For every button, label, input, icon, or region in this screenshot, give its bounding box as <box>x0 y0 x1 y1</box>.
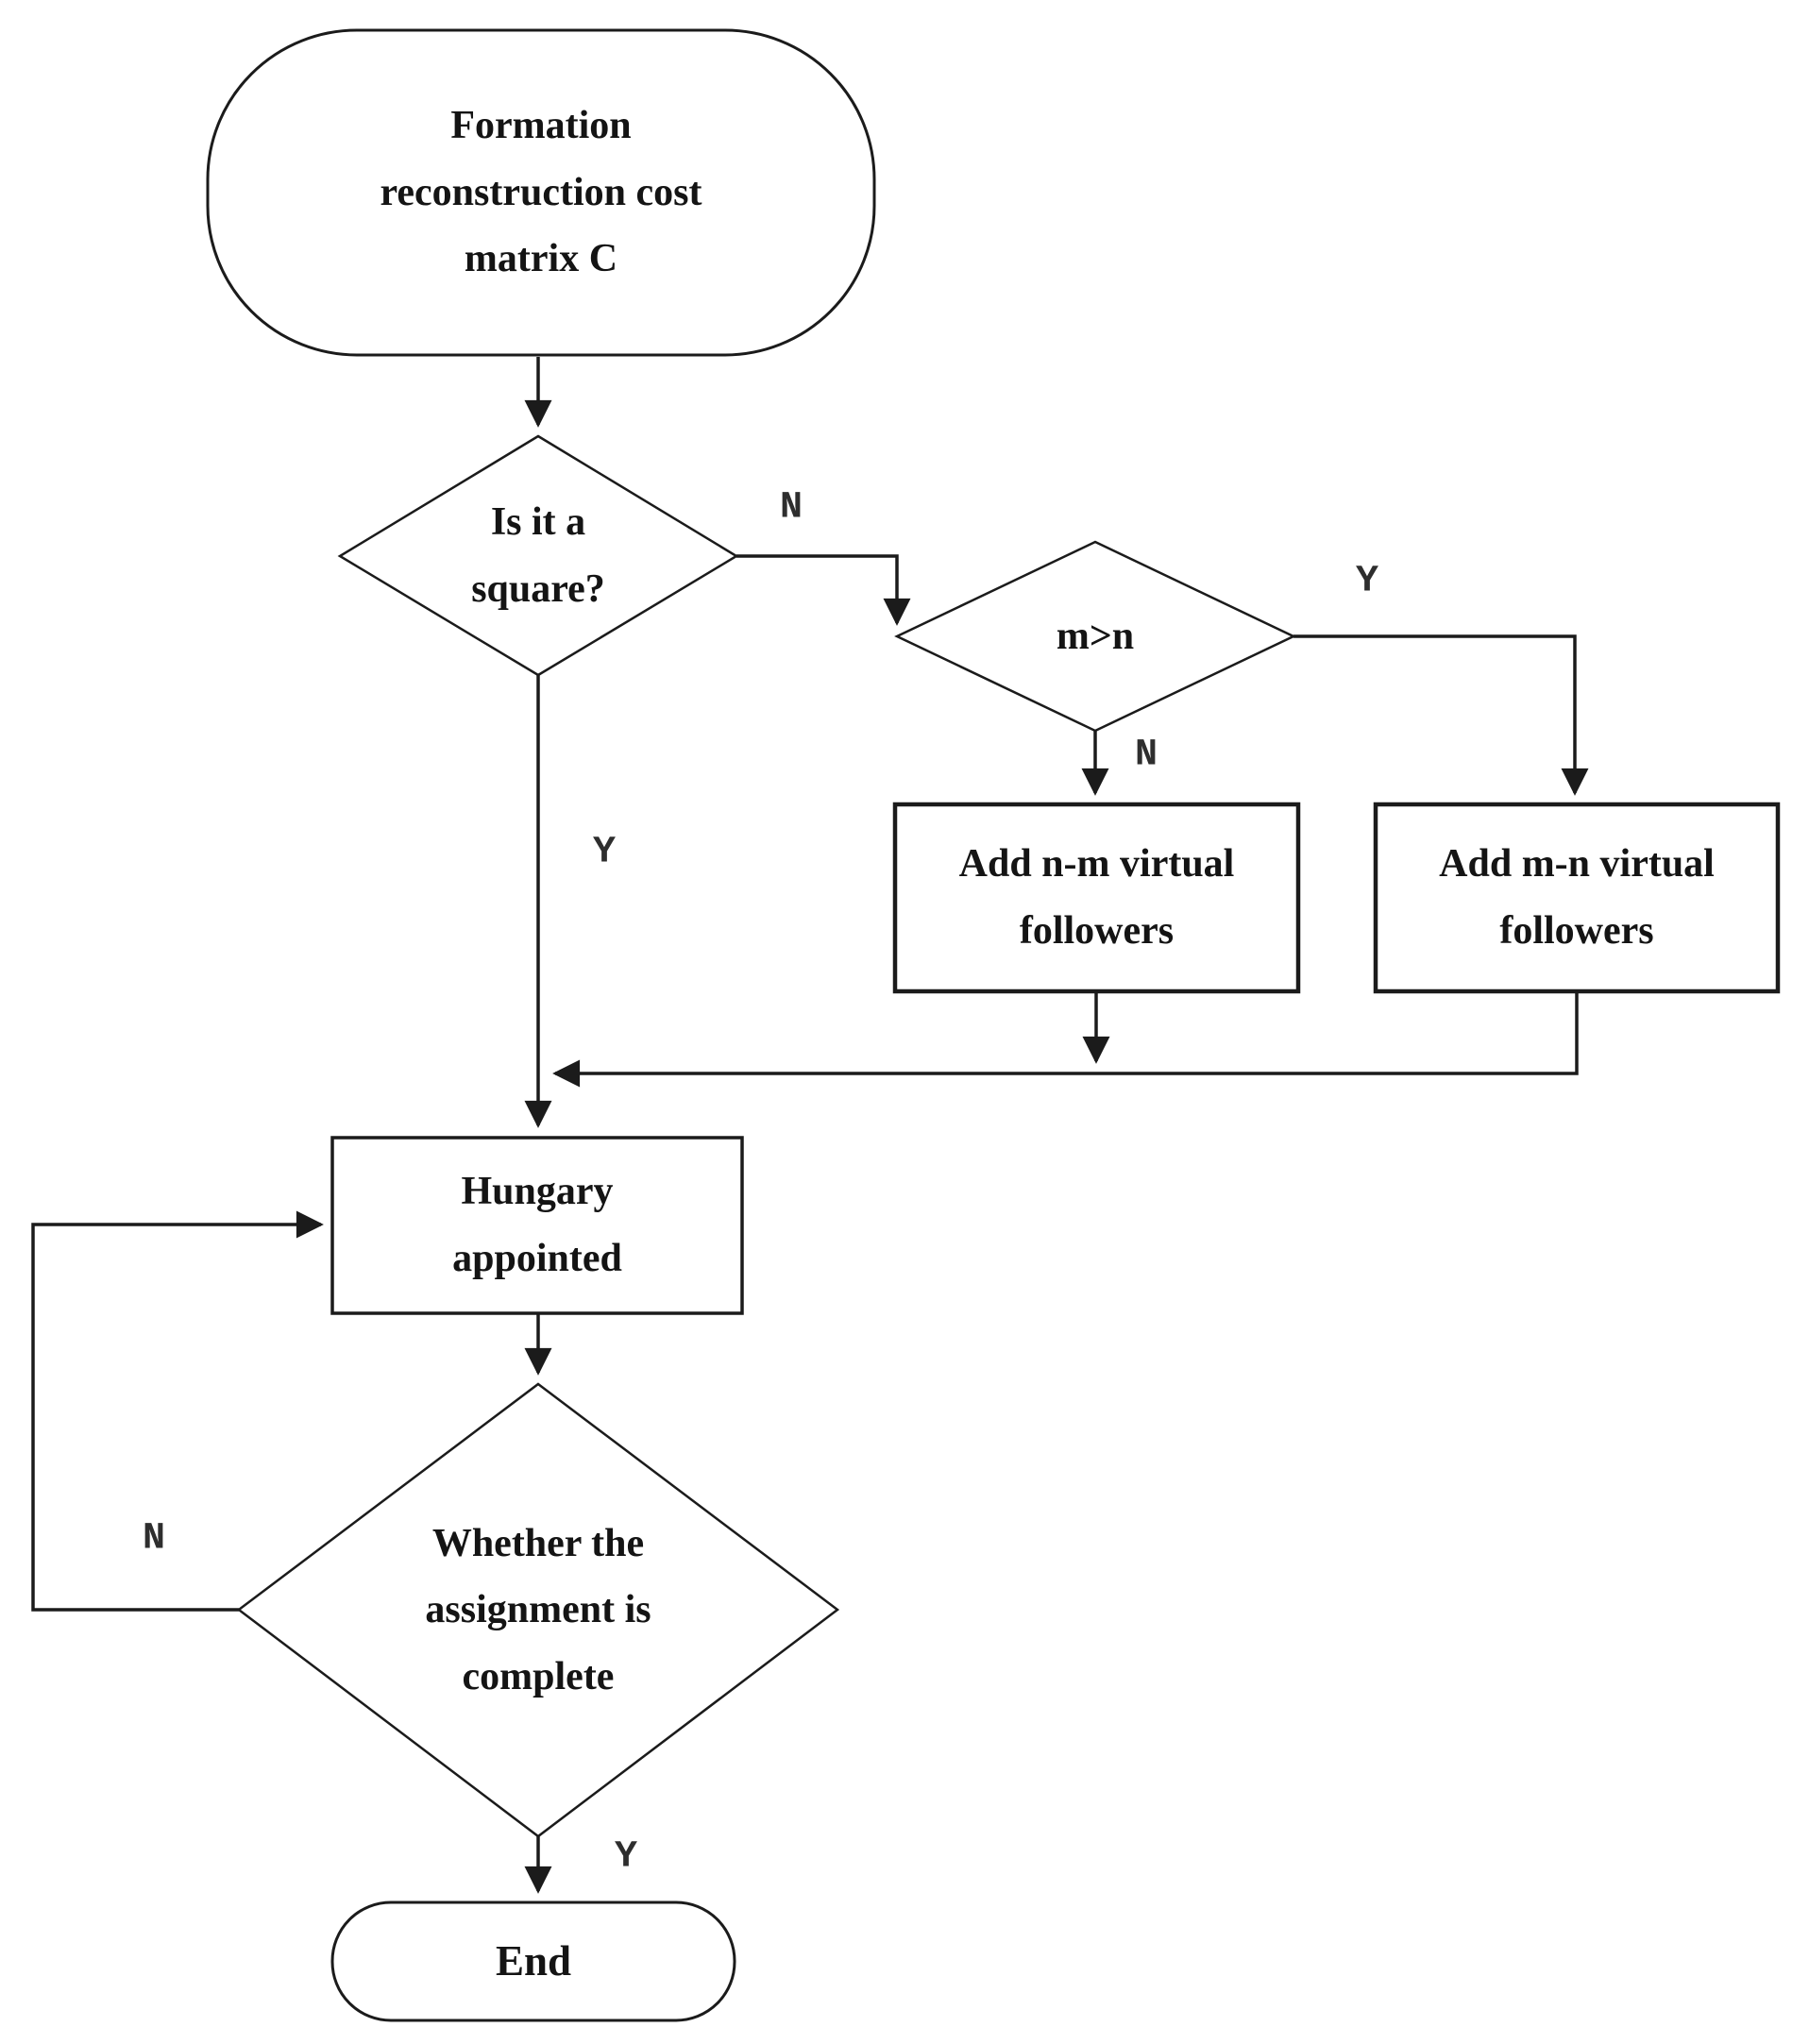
hungary-process-shape <box>330 1136 744 1315</box>
edge-issquare-no-to-mgtn <box>736 554 911 626</box>
edge-complete-no-loop <box>31 1210 324 1612</box>
addmn-process-shape <box>1373 802 1781 994</box>
addnm-process-shape <box>892 802 1301 994</box>
mgtn-decision-shape <box>894 540 1296 733</box>
start-terminator-shape <box>206 28 876 357</box>
issquare-decision-shape <box>337 434 739 677</box>
edge-mgtn-yes-to-addmn <box>1293 634 1589 796</box>
complete-decision-shape <box>236 1382 840 1838</box>
edge-addmn-to-merge <box>552 991 1579 1088</box>
end-terminator-shape <box>330 1900 736 2022</box>
